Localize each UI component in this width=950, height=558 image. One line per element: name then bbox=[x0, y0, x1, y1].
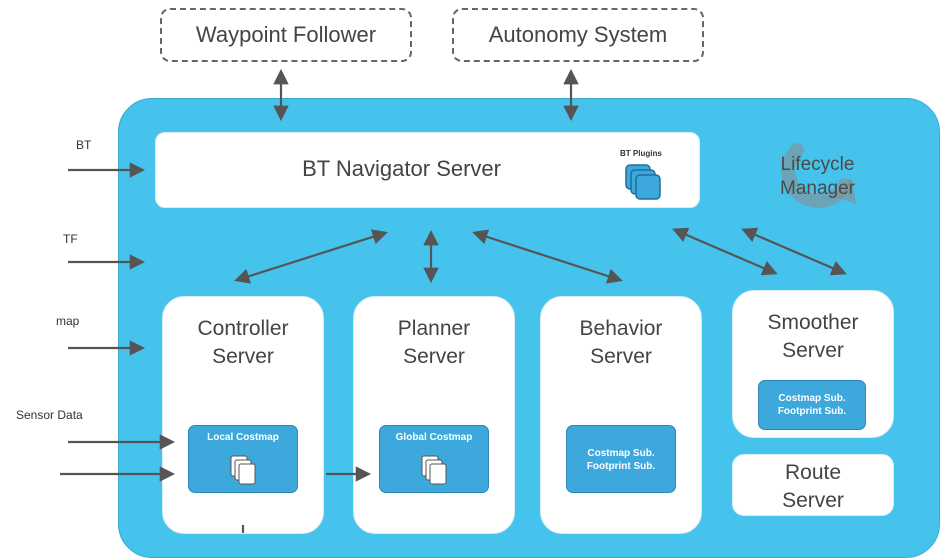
input-label-sensor-data: Sensor Data bbox=[16, 408, 83, 422]
planner-title-line1: Planner bbox=[397, 317, 471, 340]
behavior-title-line2: Server bbox=[590, 345, 652, 368]
bt-navigator-title: BT Navigator Server bbox=[302, 156, 501, 181]
arrow-bt-controller bbox=[234, 229, 388, 284]
planner-title-line2: Server bbox=[403, 345, 465, 368]
bt-plugins-icon bbox=[625, 164, 661, 200]
controller-server: Controller Server bbox=[162, 296, 324, 534]
autonomy-system-label: Autonomy System bbox=[488, 22, 668, 47]
waypoint-follower-label: Waypoint Follower bbox=[195, 22, 377, 47]
local-costmap-label: Local Costmap bbox=[207, 432, 279, 443]
behavior-chip-line1: Costmap Sub. bbox=[587, 448, 655, 459]
bt-plugins-label: BT Plugins bbox=[620, 149, 662, 158]
lifecycle-line1: Lifecycle bbox=[780, 154, 855, 175]
global-costmap-icon bbox=[421, 455, 447, 485]
route-server-title: Route Server bbox=[733, 459, 893, 515]
smoother-chip-line1: Costmap Sub. bbox=[778, 393, 846, 404]
smoother-costmap-chip: Costmap Sub. Footprint Sub. bbox=[758, 380, 866, 430]
planner-server: Planner Server bbox=[353, 296, 515, 534]
global-costmap-label: Global Costmap bbox=[395, 432, 473, 443]
behavior-server-title: Behavior Server bbox=[541, 315, 701, 371]
smoother-server-title: Smoother Server bbox=[733, 309, 893, 365]
lifecycle-manager-label: Lifecycle Manager bbox=[770, 153, 865, 201]
controller-title-line2: Server bbox=[212, 345, 274, 368]
route-title-line2: Server bbox=[782, 489, 844, 512]
autonomy-system-box: Autonomy System bbox=[452, 8, 704, 62]
local-costmap-icon bbox=[230, 455, 256, 485]
input-label-tf: TF bbox=[63, 232, 78, 246]
input-label-bt: BT bbox=[76, 138, 92, 152]
smoother-title-line1: Smoother bbox=[767, 311, 859, 334]
route-title-line1: Route bbox=[784, 461, 842, 484]
bt-navigator-server: BT Navigator Server bbox=[155, 132, 700, 208]
arrows-layer bbox=[60, 68, 847, 533]
arrow-lifecycle-smoother-2 bbox=[741, 227, 847, 276]
smoother-title-line2: Server bbox=[782, 339, 844, 362]
planner-server-title: Planner Server bbox=[354, 315, 514, 371]
behavior-costmap-chip: Costmap Sub. Footprint Sub. bbox=[566, 425, 676, 493]
controller-title-line1: Controller bbox=[197, 317, 289, 340]
waypoint-follower-box: Waypoint Follower bbox=[160, 8, 412, 62]
lifecycle-icon bbox=[781, 143, 856, 208]
behavior-chip-line2: Footprint Sub. bbox=[586, 461, 656, 472]
behavior-title-line1: Behavior bbox=[579, 317, 663, 340]
input-label-map: map bbox=[56, 314, 80, 328]
lifecycle-line2: Manager bbox=[780, 178, 855, 199]
arrow-bt-behavior bbox=[472, 229, 623, 284]
smoother-chip-line2: Footprint Sub. bbox=[777, 406, 847, 417]
route-server: Route Server bbox=[732, 454, 894, 516]
behavior-server: Behavior Server bbox=[540, 296, 702, 534]
controller-server-title: Controller Server bbox=[163, 315, 323, 371]
